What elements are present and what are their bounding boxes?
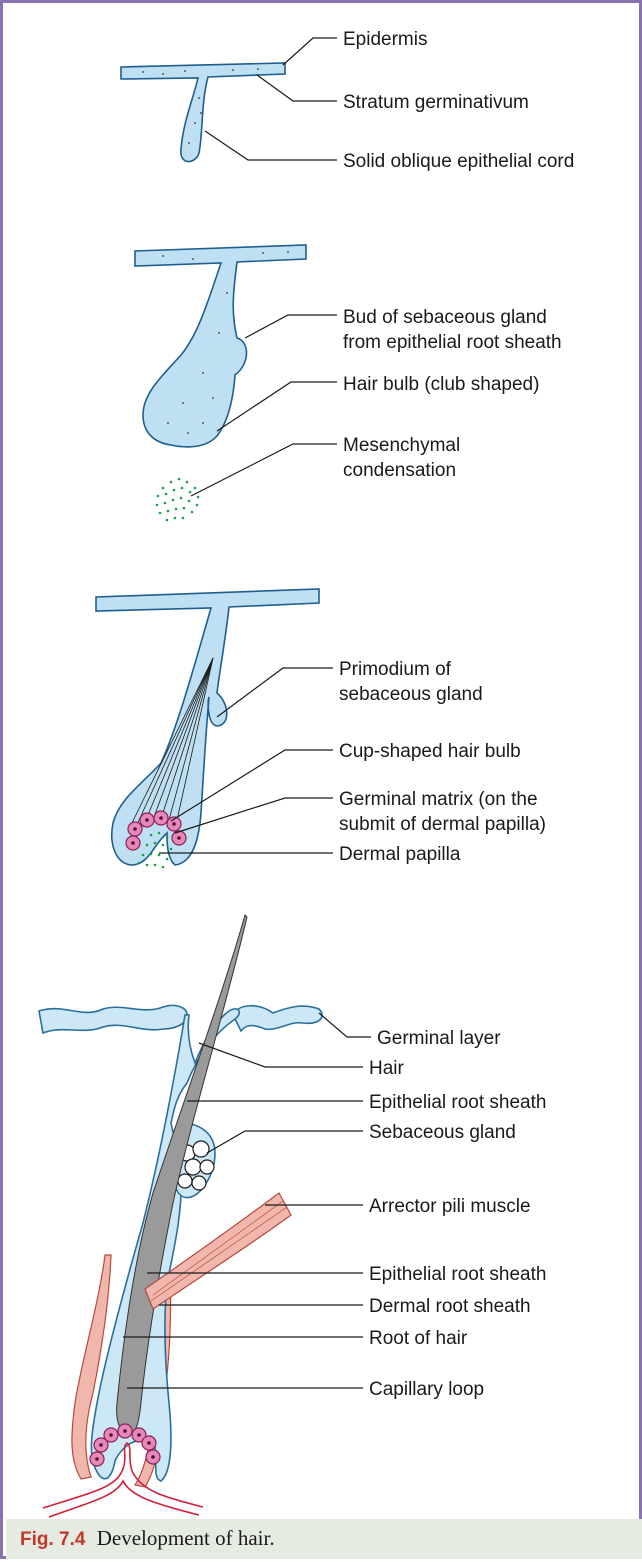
label-dermal-root-sheath: Dermal root sheath bbox=[369, 1296, 531, 1317]
label-from-epithelial-root-sheath: from epithelial root sheath bbox=[343, 332, 562, 353]
hair-development-diagram: Epidermis Stratum germinativum Solid obl… bbox=[3, 3, 642, 1562]
panel-4: Germinal layer Hair Epithelial root shea… bbox=[39, 915, 546, 1517]
figure-number: Fig. 7.4 bbox=[20, 1529, 85, 1550]
label-stratum-germinativum: Stratum germinativum bbox=[343, 92, 529, 113]
label-submit-of-dermal-papilla: submit of dermal papilla) bbox=[339, 814, 546, 835]
label-capillary-loop: Capillary loop bbox=[369, 1379, 484, 1400]
label-epithelial-root-sheath-upper: Epithelial root sheath bbox=[369, 1092, 546, 1113]
epidermis-stage-2 bbox=[135, 245, 306, 447]
label-bud-of-sebaceous-gland: Bud of sebaceous gland bbox=[343, 307, 547, 328]
label-hair: Hair bbox=[369, 1058, 405, 1079]
label-sebaceous-gland-primordium: sebaceous gland bbox=[339, 684, 483, 705]
panel-2: Bud of sebaceous gland from epithelial r… bbox=[135, 245, 562, 521]
label-germinal-layer: Germinal layer bbox=[377, 1028, 501, 1049]
label-epithelial-root-sheath-lower: Epithelial root sheath bbox=[369, 1264, 546, 1285]
label-epidermis: Epidermis bbox=[343, 29, 427, 50]
epidermis-stage-3 bbox=[96, 589, 319, 865]
caption-text: Development of hair. bbox=[97, 1526, 275, 1550]
label-dermal-papilla: Dermal papilla bbox=[339, 844, 461, 865]
label-mesenchymal: Mesenchymal bbox=[343, 435, 460, 456]
label-solid-oblique-epithelial-cord: Solid oblique epithelial cord bbox=[343, 151, 574, 172]
panel-1: Epidermis Stratum germinativum Solid obl… bbox=[121, 29, 574, 172]
label-arrector-pili-muscle: Arrector pili muscle bbox=[369, 1196, 531, 1217]
mesenchymal-condensation bbox=[156, 478, 200, 522]
figure-caption: Fig. 7.4 Development of hair. bbox=[6, 1519, 642, 1559]
skin-surface-right bbox=[233, 1006, 322, 1031]
label-cup-shaped-hair-bulb: Cup-shaped hair bulb bbox=[339, 741, 521, 762]
label-root-of-hair: Root of hair bbox=[369, 1328, 468, 1349]
label-sebaceous-gland: Sebaceous gland bbox=[369, 1122, 516, 1143]
panel-3: Primodium of sebaceous gland Cup-shaped … bbox=[96, 589, 546, 868]
label-condensation: condensation bbox=[343, 460, 456, 481]
capillary-loop bbox=[43, 1443, 203, 1517]
label-primodium-of: Primodium of bbox=[339, 659, 452, 680]
skin-surface-left bbox=[39, 1005, 187, 1033]
label-hair-bulb-club-shaped: Hair bulb (club shaped) bbox=[343, 374, 539, 395]
label-germinal-matrix: Germinal matrix (on the bbox=[339, 789, 538, 810]
